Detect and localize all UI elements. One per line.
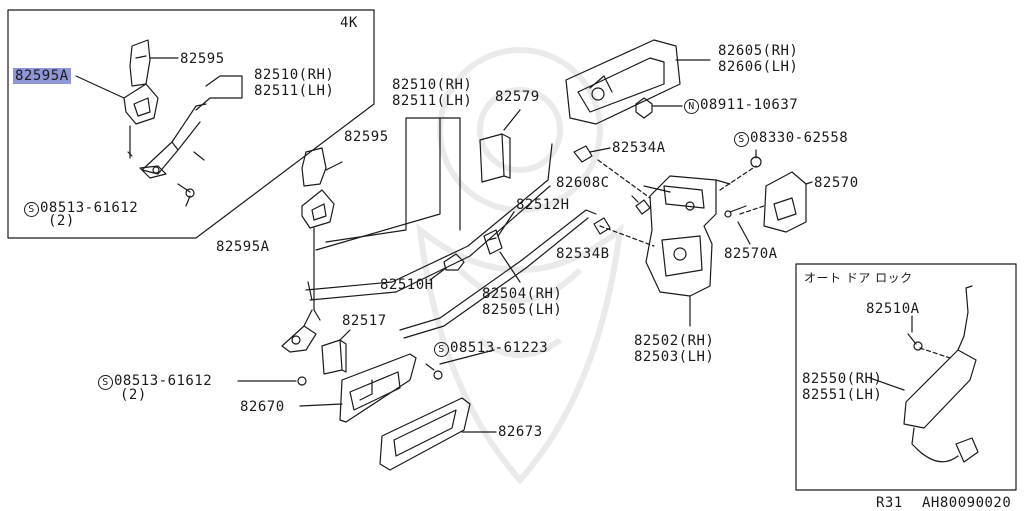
footer-ref: R31 [876,495,903,511]
label-82510-main: 82510(RH) [392,77,473,93]
label-82534A: 82534A [612,140,666,156]
door-lock-82502 [645,175,731,297]
escutcheon-82673 [379,397,471,471]
label-82579: 82579 [495,89,540,105]
label-82595A-inset: 82595A [13,68,71,84]
pad-82517 [321,339,343,375]
screw-s-icon: S [98,375,113,390]
inset-frame-4k [7,9,375,239]
label-82606: 82606(LH) [718,59,799,75]
lock-cover-82570 [763,171,807,233]
footer-code: AH80090020 [922,495,1012,511]
lever-82510-inset [139,103,207,179]
pad-82579 [479,133,505,183]
label-82673: 82673 [498,424,543,440]
lever-82510-main [281,309,317,353]
inset-title-auto-lock: オート ドア ロック [804,271,913,285]
label-82502: 82502(RH) [634,333,715,349]
inset-frame-auto-lock [795,263,1017,491]
label-82570: 82570 [814,175,859,191]
inset-title-4k: 4K [340,15,358,31]
label-82510A: 82510A [866,301,920,317]
label-82551: 82551(LH) [802,387,883,403]
clip-82595-main [301,147,327,187]
clip-82608C [635,199,651,215]
label-82511-main: 82511(LH) [392,93,473,109]
label-s08513-main-qty: (2) [120,387,147,403]
label-82517: 82517 [342,313,387,329]
label-s08513-inset-qty: (2) [48,213,75,229]
clip-82534B [593,217,611,235]
label-82595A-main: 82595A [216,239,270,255]
label-82505: 82505(LH) [482,302,563,318]
label-82512H: 82512H [516,197,570,213]
rod-82512H [305,143,553,291]
label-82534B: 82534B [556,246,610,262]
screw-s-icon: S [734,132,749,147]
watermark-crest [416,47,624,485]
outside-handle-82605 [565,39,681,125]
label-82570A: 82570A [724,246,778,262]
label-82511-inset: 82511(LH) [254,83,335,99]
label-82510H: 82510H [380,277,434,293]
rod-82504-b [403,217,589,339]
label-82510-inset: 82510(RH) [254,67,335,83]
rod-main [313,227,321,321]
rod-82504 [399,209,597,331]
clip-82595A-inset [123,83,159,125]
clip-82595A-main [301,189,335,229]
inner-handle-82670 [339,353,417,423]
label-82605: 82605(RH) [718,43,799,59]
actuator-82550 [903,285,979,463]
clip-82595-inset [129,39,151,87]
screw-s-icon: S [24,202,39,217]
label-82595-main: 82595 [344,129,389,145]
rod-82512H-b [309,185,551,301]
label-82550: 82550(RH) [802,371,883,387]
label-82595-inset: 82595 [180,51,225,67]
nut-n-icon: N [684,99,699,114]
screw-inset [177,183,195,198]
screw-s-icon: S [434,342,449,357]
label-82670: 82670 [240,399,285,415]
label-82608C: 82608C [556,175,610,191]
clip-82534A [573,145,593,163]
label-82504: 82504(RH) [482,286,563,302]
label-82503: 82503(LH) [634,349,715,365]
clip-82512H [483,229,503,255]
